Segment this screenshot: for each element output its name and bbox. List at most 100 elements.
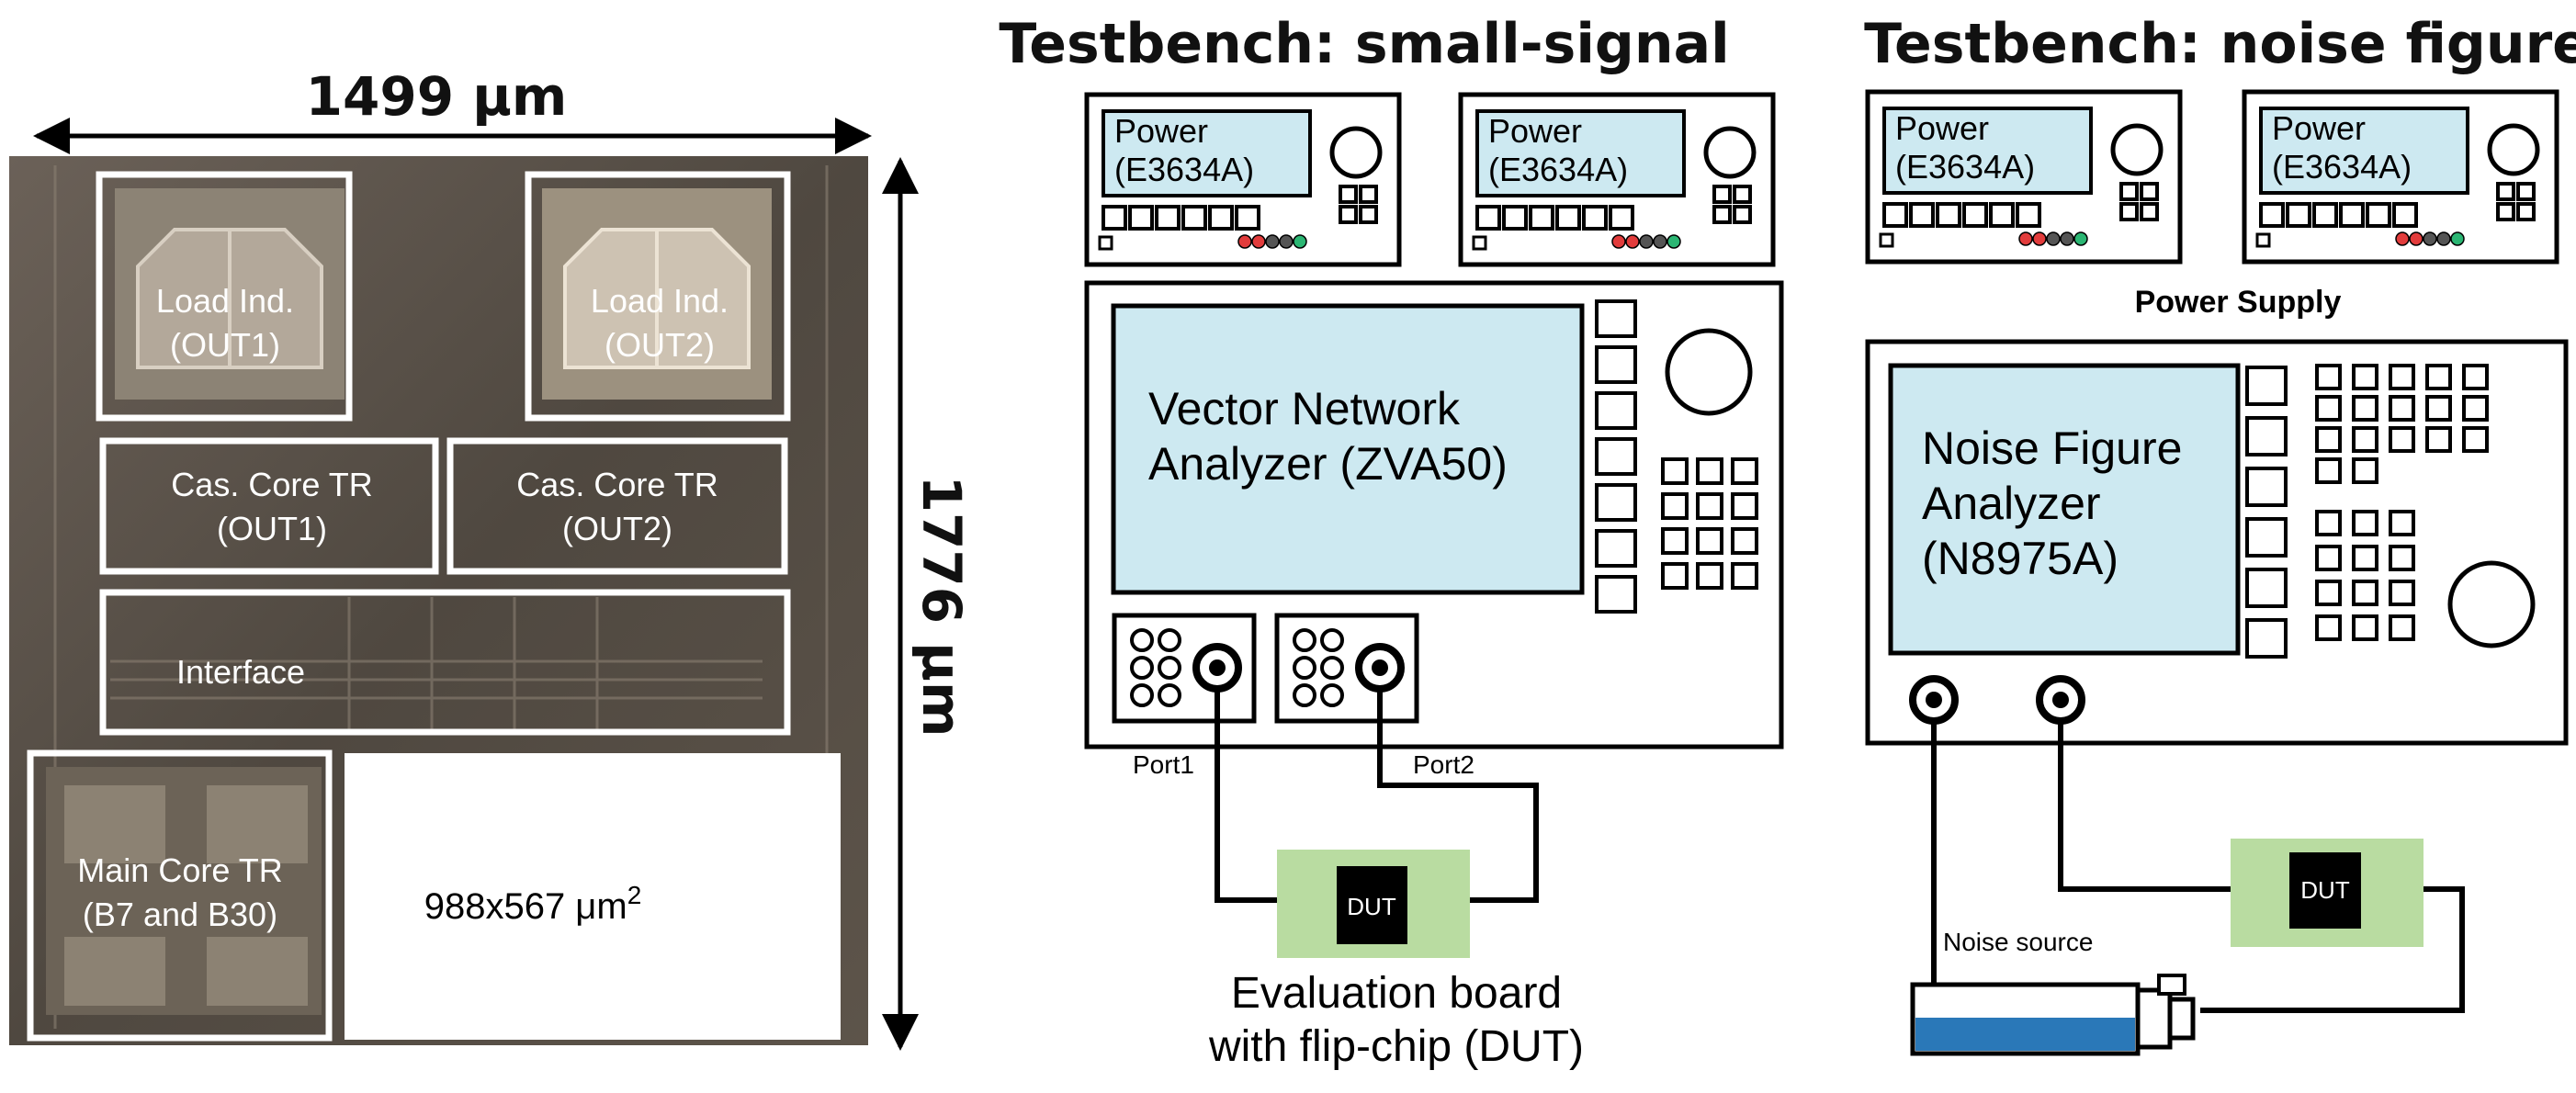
vna-port-dot bbox=[1320, 656, 1344, 680]
vna-softkey bbox=[1595, 299, 1637, 338]
psu-terminal bbox=[1611, 234, 1626, 249]
small-signal-testbench: Testbench: small-signal Power(E3634A) Po… bbox=[999, 12, 1784, 1071]
nfa-softkey bbox=[2245, 517, 2288, 558]
psu-power-switch bbox=[1472, 235, 1487, 251]
vna-softkey bbox=[1595, 483, 1637, 522]
cas2-line2: (OUT2) bbox=[562, 510, 672, 547]
height-label: 1776 μm bbox=[910, 476, 973, 738]
load-ind-out1-box bbox=[96, 171, 353, 422]
vna-softkey bbox=[1595, 437, 1637, 476]
psu-button bbox=[1475, 205, 1501, 231]
dut-chip bbox=[1337, 866, 1407, 944]
psu-button bbox=[2259, 202, 2285, 228]
vna-key bbox=[1696, 562, 1723, 590]
psu-side-button bbox=[2119, 202, 2139, 221]
cas1-line1: Cas. Core TR bbox=[171, 466, 372, 503]
vna-key bbox=[1661, 457, 1689, 485]
nfa-key bbox=[2425, 426, 2452, 453]
vna-port-dot bbox=[1130, 628, 1154, 652]
psu-terminal bbox=[2450, 231, 2465, 246]
psu-terminal bbox=[2018, 231, 2033, 246]
vna-port-dot bbox=[1130, 656, 1154, 680]
psu-button bbox=[2339, 202, 2365, 228]
psu-side-button bbox=[2140, 182, 2159, 201]
psu-power-switch bbox=[2255, 232, 2271, 248]
main-core-box bbox=[27, 749, 333, 1042]
nfa-knob bbox=[2447, 560, 2536, 648]
psu-label-line1: Power bbox=[1488, 112, 1582, 150]
nfa-softkey bbox=[2245, 366, 2288, 406]
psu-terminal bbox=[2436, 231, 2451, 246]
psu-side-button bbox=[1733, 205, 1752, 224]
psu-terminal bbox=[2032, 231, 2047, 246]
psu-label-line1: Power bbox=[1895, 109, 1989, 147]
nfa-key bbox=[2352, 395, 2378, 422]
nfa-screen bbox=[1888, 363, 2241, 656]
nfa-key bbox=[2462, 395, 2489, 422]
vna-port-dot bbox=[1158, 656, 1181, 680]
vna-instrument: Vector Network Analyzer (ZVA50) bbox=[1084, 280, 1784, 749]
board-label-line1: Evaluation board bbox=[1231, 969, 1562, 1018]
vna-label-line2: Analyzer (ZVA50) bbox=[1148, 438, 1508, 490]
block-labels: Load Ind. (OUT1) Load Ind. (OUT2) Cas. C… bbox=[77, 282, 729, 933]
psu-terminal bbox=[2409, 231, 2423, 246]
psu-knob bbox=[2487, 123, 2540, 176]
psu-button bbox=[1989, 202, 2015, 228]
load2-line2: (OUT2) bbox=[604, 326, 715, 364]
psu-side-button bbox=[1339, 185, 1358, 204]
psu-side-button bbox=[2140, 202, 2159, 221]
psu-terminal bbox=[1237, 234, 1252, 249]
psu-terminal bbox=[1279, 234, 1294, 249]
nfa-numkey bbox=[2315, 580, 2342, 606]
psu-screen bbox=[2259, 107, 2469, 195]
psu-button bbox=[1555, 205, 1581, 231]
nfa-key bbox=[2389, 364, 2415, 390]
psu-knob bbox=[2110, 123, 2164, 176]
power-supply-3: Power(E3634A) bbox=[1865, 89, 2183, 265]
psu-button bbox=[1909, 202, 1935, 228]
port2-cable bbox=[1377, 689, 1539, 903]
noise-source-device bbox=[1910, 974, 2196, 1056]
vna-port-dot bbox=[1293, 683, 1316, 707]
interface-label: Interface bbox=[176, 653, 305, 691]
nfa-label-line3: (N8975A) bbox=[1922, 533, 2118, 584]
width-label: 1499 μm bbox=[306, 65, 568, 128]
nf-dut-chip bbox=[2289, 852, 2361, 929]
vna-key bbox=[1661, 492, 1689, 520]
vna-port-dot bbox=[1320, 628, 1344, 652]
nfa-key bbox=[2389, 426, 2415, 453]
psu-side-button bbox=[2496, 182, 2515, 201]
psu-label-line1: Power bbox=[2272, 109, 2366, 147]
nfa-key bbox=[2425, 395, 2452, 422]
psu-side-button bbox=[2516, 202, 2536, 221]
load1-line2: (OUT1) bbox=[170, 326, 280, 364]
nfa-key bbox=[2425, 364, 2452, 390]
vna-softkey bbox=[1595, 345, 1637, 384]
psu-terminal bbox=[1666, 234, 1681, 249]
psu-knob bbox=[1703, 126, 1757, 179]
noise-figure-testbench: Testbench: noise figure Power(E3634A) Po… bbox=[1864, 12, 2576, 1056]
vna-screen bbox=[1111, 303, 1585, 595]
main-core-graphic bbox=[46, 767, 322, 1015]
nfa-key bbox=[2315, 426, 2342, 453]
psu-button bbox=[1235, 205, 1260, 231]
psu-terminal bbox=[1293, 234, 1307, 249]
vna-label-line1: Vector Network bbox=[1148, 383, 1461, 434]
load-inductor-1-graphic bbox=[115, 188, 345, 400]
psu-button bbox=[1502, 205, 1528, 231]
psu-button bbox=[1181, 205, 1207, 231]
nfa-key bbox=[2352, 426, 2378, 453]
psu-button bbox=[1936, 202, 1961, 228]
block-outlines bbox=[27, 171, 791, 1042]
port1-label: Port1 bbox=[1133, 750, 1194, 779]
load1-line1: Load Ind. bbox=[156, 282, 294, 320]
nfa-numkey bbox=[2352, 545, 2378, 571]
power-supply-2: Power(E3634A) bbox=[1458, 92, 1776, 267]
nfa-numkey bbox=[2389, 580, 2415, 606]
vna-port-dots bbox=[1130, 628, 1344, 707]
nf-dut-label: DUT bbox=[2300, 876, 2350, 904]
small-signal-title: Testbench: small-signal bbox=[999, 12, 1729, 76]
vna-knob bbox=[1665, 328, 1753, 416]
psu-button bbox=[1529, 205, 1554, 231]
